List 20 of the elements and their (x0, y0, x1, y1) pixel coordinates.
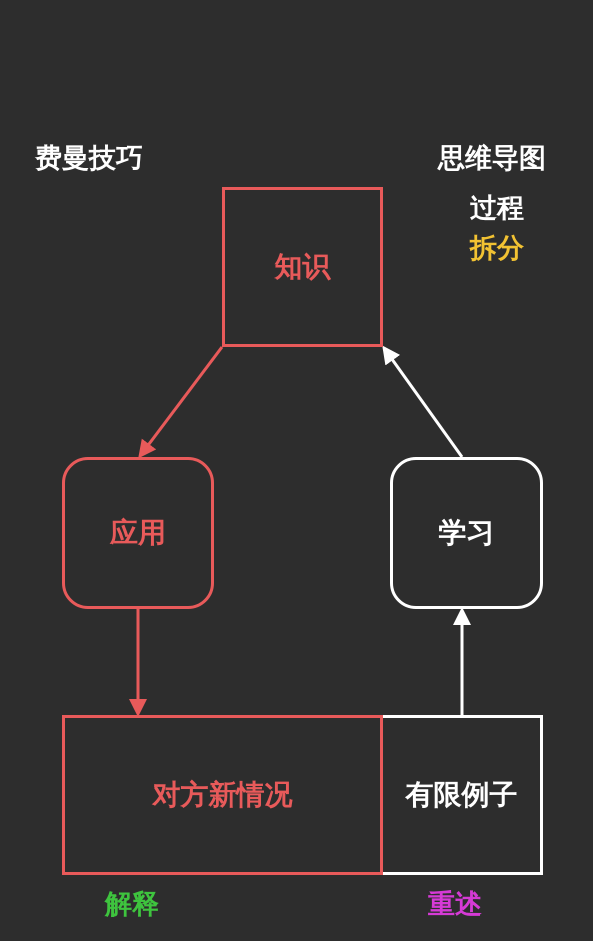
note-text: 过程 (470, 192, 524, 226)
caption-text: 解释 (105, 888, 159, 922)
rounded-box (390, 457, 543, 609)
node-label: 应用 (110, 515, 166, 551)
rounded-box (62, 457, 214, 609)
arrow (138, 346, 224, 458)
note-text: 费曼技巧 (35, 142, 143, 176)
note-text: 拆分 (470, 232, 524, 266)
arrow (453, 607, 471, 715)
node-label: 知识 (274, 249, 330, 285)
note-text: 思维导图 (438, 142, 546, 176)
node-label: 学习 (438, 515, 494, 551)
process-box (62, 715, 383, 875)
process-box (383, 715, 543, 875)
node-label: 对方新情况 (152, 777, 292, 813)
node-label: 有限例子 (406, 777, 518, 813)
arrow (382, 346, 464, 458)
arrow (129, 609, 147, 717)
caption-text: 重述 (428, 888, 482, 922)
process-box (222, 187, 383, 347)
